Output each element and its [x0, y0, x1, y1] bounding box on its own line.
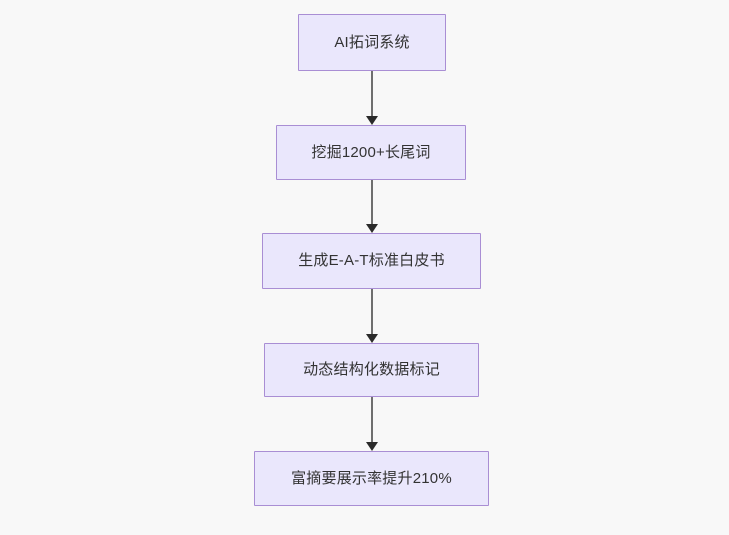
flow-node-label: 动态结构化数据标记 [303, 361, 440, 378]
edge-arrowhead-icon [366, 442, 378, 451]
edge-arrowhead-icon [366, 224, 378, 233]
flow-node-n1[interactable]: AI拓词系统 [298, 14, 446, 71]
edge-line [371, 180, 373, 224]
flow-node-n2[interactable]: 挖掘1200+长尾词 [276, 125, 466, 180]
edge-arrowhead-icon [366, 334, 378, 343]
flow-node-label: 富摘要展示率提升210% [291, 469, 452, 487]
flow-node-n4[interactable]: 动态结构化数据标记 [264, 343, 479, 397]
edge-line [371, 397, 373, 442]
edge-line [371, 289, 373, 334]
flow-node-n5[interactable]: 富摘要展示率提升210% [254, 451, 489, 506]
flow-node-label: 挖掘1200+长尾词 [311, 143, 431, 161]
edge-arrowhead-icon [366, 116, 378, 125]
flow-node-n3[interactable]: 生成E-A-T标准白皮书 [262, 233, 481, 289]
edge-line [371, 71, 373, 116]
flow-node-label: AI拓词系统 [334, 33, 410, 51]
flow-node-label: 生成E-A-T标准白皮书 [298, 252, 445, 269]
